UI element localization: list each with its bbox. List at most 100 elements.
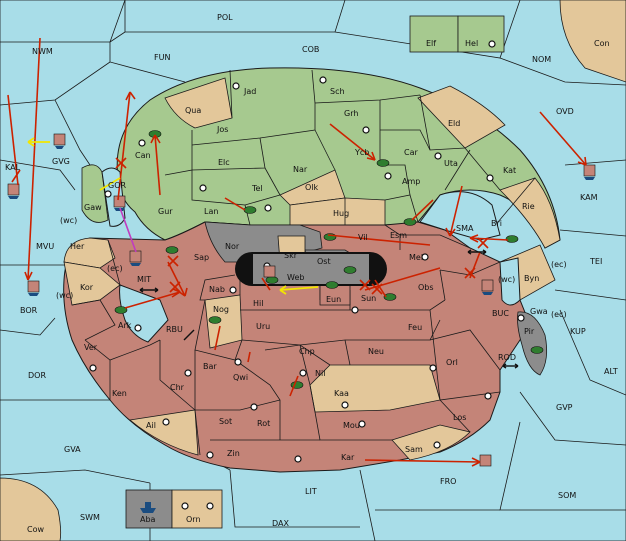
label-her: Her bbox=[70, 242, 85, 251]
army-ark[interactable] bbox=[114, 306, 128, 314]
region-sam[interactable] bbox=[391, 424, 471, 461]
label-kam: KAM bbox=[580, 193, 598, 202]
fleet-buc[interactable] bbox=[481, 279, 494, 295]
label-bri: Bri bbox=[491, 219, 502, 228]
label-bor: BOR bbox=[20, 306, 38, 315]
sea-sma-inlet[interactable] bbox=[419, 191, 501, 241]
army-nog[interactable] bbox=[208, 316, 222, 324]
magenta-support bbox=[119, 207, 137, 253]
army-ycb[interactable] bbox=[376, 159, 390, 167]
label-swm: SWM bbox=[80, 513, 100, 522]
region-kor[interactable] bbox=[63, 261, 121, 306]
label-nog: Nog bbox=[213, 305, 229, 314]
label-jos: Jos bbox=[216, 125, 228, 134]
army-eun[interactable] bbox=[325, 281, 339, 289]
label-cob: COB bbox=[302, 45, 319, 54]
label-pol: POL bbox=[217, 13, 233, 22]
label-skr: Skr bbox=[284, 251, 298, 260]
label-coast-wc2: (wc) bbox=[56, 291, 73, 300]
army-web[interactable] bbox=[265, 276, 279, 284]
label-qua: Qua bbox=[185, 106, 201, 115]
fleet-fro[interactable] bbox=[479, 454, 492, 467]
label-sma: SMA bbox=[456, 224, 474, 233]
label-aba: Aba bbox=[140, 515, 156, 524]
region-elf[interactable] bbox=[409, 15, 459, 53]
label-alt: ALT bbox=[604, 367, 618, 376]
fleet-bor[interactable] bbox=[27, 280, 40, 296]
label-car: Car bbox=[404, 148, 418, 157]
label-ver: Ver bbox=[84, 343, 98, 352]
label-som: SOM bbox=[558, 491, 576, 500]
region-pir[interactable] bbox=[517, 311, 548, 376]
label-gaw: Gaw bbox=[84, 203, 102, 212]
label-sot: Sot bbox=[219, 417, 232, 426]
label-hug: Hug bbox=[333, 209, 349, 218]
fleet-kam[interactable] bbox=[583, 164, 596, 180]
label-grh: Grh bbox=[344, 109, 358, 118]
label-rbu: RBU bbox=[166, 325, 183, 334]
units bbox=[7, 130, 596, 513]
label-coast-ec3: (ec) bbox=[551, 310, 567, 319]
region-orn[interactable] bbox=[171, 489, 223, 529]
fleet-gor[interactable] bbox=[113, 195, 126, 211]
label-hel: Hel bbox=[465, 39, 478, 48]
fleet-mvu[interactable] bbox=[129, 250, 142, 266]
label-dax: DAX bbox=[272, 519, 289, 528]
fleet-hil[interactable] bbox=[263, 265, 276, 278]
fleet-gvg[interactable] bbox=[53, 133, 66, 149]
label-vil: Vil bbox=[358, 233, 368, 242]
army-esm[interactable] bbox=[403, 218, 417, 226]
army-ost[interactable] bbox=[343, 266, 357, 274]
label-ovd: OVD bbox=[556, 107, 574, 116]
fleet-kal[interactable] bbox=[7, 183, 20, 199]
region-hug[interactable] bbox=[289, 197, 386, 226]
region-ail[interactable] bbox=[129, 409, 199, 456]
army-pir[interactable] bbox=[530, 346, 544, 354]
army-bri[interactable] bbox=[505, 235, 519, 243]
region-hel[interactable] bbox=[457, 15, 505, 53]
sea-buc-inlet[interactable] bbox=[499, 257, 521, 306]
region-her[interactable] bbox=[63, 237, 116, 269]
label-mit: MIT bbox=[137, 275, 151, 284]
region-eld[interactable] bbox=[417, 85, 506, 149]
label-gva: GVA bbox=[64, 445, 81, 454]
region-qua[interactable] bbox=[164, 77, 233, 129]
label-eld: Eld bbox=[448, 119, 460, 128]
army-sun[interactable] bbox=[383, 293, 397, 301]
land-label-group: Jad Sch Qua Jos Grh Eld Can Ycb Car Elc … bbox=[70, 87, 548, 462]
label-fro: FRO bbox=[440, 477, 456, 486]
label-rot: Rot bbox=[257, 419, 270, 428]
sea-label-group: POL COB FUN NOM NWM Con Elf Hel OVD KAL … bbox=[5, 13, 618, 534]
label-kal: KAL bbox=[5, 163, 21, 172]
label-nwm: NWM bbox=[32, 47, 53, 56]
region-rie[interactable] bbox=[499, 177, 561, 249]
region-gaw-coast[interactable] bbox=[81, 164, 109, 223]
fleet-aba[interactable] bbox=[140, 502, 156, 513]
label-buc: BUC bbox=[492, 309, 509, 318]
label-nor: Nor bbox=[225, 242, 240, 251]
label-sch: Sch bbox=[330, 87, 345, 96]
label-ost: Ost bbox=[317, 257, 331, 266]
army-tel[interactable] bbox=[243, 206, 257, 214]
label-chp: Chp bbox=[299, 347, 315, 356]
label-chr: Chr bbox=[170, 383, 185, 392]
label-fun: FUN bbox=[154, 53, 170, 62]
label-coast-ec2: (ec) bbox=[551, 260, 567, 269]
label-feu: Feu bbox=[408, 323, 422, 332]
label-kor: Kor bbox=[80, 283, 94, 292]
label-mel: Mel bbox=[409, 253, 423, 262]
army-sap[interactable] bbox=[165, 246, 179, 254]
label-dor: DOR bbox=[28, 371, 46, 380]
tunnel bbox=[235, 252, 387, 286]
label-byn: Byn bbox=[524, 274, 539, 283]
label-ken: Ken bbox=[112, 389, 127, 398]
label-bar: Bar bbox=[203, 362, 217, 371]
label-orn: Orn bbox=[186, 515, 201, 524]
label-uru: Uru bbox=[256, 322, 270, 331]
label-rod: ROD bbox=[498, 353, 516, 362]
region-con[interactable] bbox=[559, 0, 626, 83]
label-ail: Ail bbox=[146, 421, 156, 430]
region-cow[interactable] bbox=[0, 477, 62, 541]
label-esm: Esm bbox=[390, 231, 407, 240]
